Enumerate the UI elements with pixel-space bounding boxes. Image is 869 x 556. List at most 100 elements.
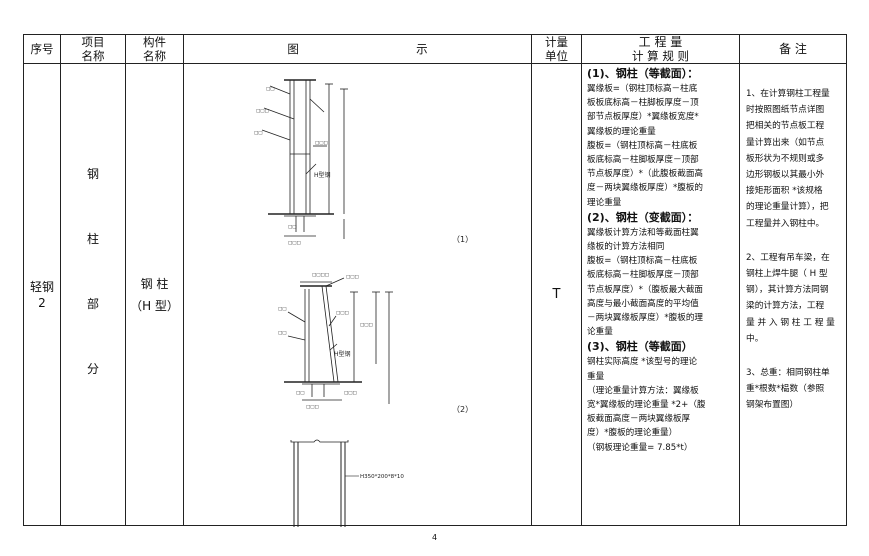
fig1-note-1: □□ (266, 87, 275, 92)
fig1-note-5: □□ (288, 225, 297, 230)
header-rules-line1: 工 程 量 (638, 35, 683, 49)
rule-line: 腹板=（钢柱顶标高－柱底板 (587, 140, 698, 151)
rule-line: 钢柱实际高度 *该型号的理论 (587, 357, 698, 368)
header-rules: 工 程 量 计 算 规 则 (581, 34, 740, 64)
item-name-char: 部 (86, 296, 99, 311)
rules-section-1-title: (1)、钢柱（等截面）： (587, 67, 699, 80)
rules-cell: (1)、钢柱（等截面）： 翼缘板=（钢柱顶标高－柱底板板底标高－柱脚板厚度－顶部… (581, 63, 740, 526)
rule-line: 部节点板厚度）*翼缘板宽度* (587, 112, 699, 123)
figure-2-drawing (284, 277, 393, 404)
fig3-spec-label: H350*200*8*10 (360, 474, 404, 480)
note-line: 的理论重量计算），把 (746, 202, 829, 213)
fig1-note-3: □□ (254, 131, 263, 136)
item-name-char: 柱 (86, 231, 99, 246)
figure-2-annotations: □□□□ □□□ □□ □□ □□□ □□□ □□ □□□ □□□ (278, 273, 373, 410)
header-unit-line2: 单位 (545, 49, 568, 63)
quantity-rules-table: 序号 项目 名称 构件 名称 图 示 计量 单位 工 程 量 计 算 规 则 备… (23, 34, 847, 527)
fig1-note-6: □□□ (288, 241, 301, 246)
fig1-note-2: □□□ (256, 109, 269, 114)
fig2-note-9: □□□ (306, 405, 319, 410)
component-line2: （H 型） (130, 298, 179, 313)
notes-cell: 1、在计算钢柱工程量时按照图纸节点详图把相关的节点板工程量计算出来（如节点板形状… (739, 63, 847, 526)
note-3: 3、总重：相同钢柱单重*根数*榀数（参照钢架布置图） (746, 365, 842, 414)
page-number: 4 (431, 533, 438, 542)
unit-cell: T (531, 63, 582, 526)
column-drawings: □□ □□□ □□ □□□ □□ □□□ H型钢 （1） (254, 79, 473, 527)
figure-1-drawing (261, 79, 348, 239)
rule-line: 论重量 (587, 327, 613, 338)
note-line: 钢架布置图） (746, 400, 799, 411)
rule-line: 板截面高度－两块翼缘板厚 (587, 414, 691, 425)
note-line: 中。 (746, 333, 764, 344)
rule-line: 节点板厚度）*（此腹板截面高 (587, 169, 704, 180)
note-line: 2、工程有吊车梁，在 (746, 252, 830, 263)
header-item: 项目 名称 (60, 34, 126, 64)
header-component: 构件 名称 (125, 34, 184, 64)
item-cell: 钢柱部分 (60, 63, 126, 526)
note-line: 工程量并入钢柱中。 (746, 218, 825, 229)
note-line: 量 并 入 钢 柱 工 程 量 (746, 317, 835, 328)
header-seq: 序号 (23, 34, 61, 64)
figure-1-annotations: □□ □□□ □□ □□□ □□ □□□ (254, 87, 328, 246)
rule-line: 板底标高－柱脚板厚度－顶部 (587, 155, 699, 166)
rule-line: 板板底标高－柱脚板厚度－顶 (587, 98, 699, 109)
component-line1: 钢 柱 (140, 276, 169, 291)
header-figure-b: 示 (416, 42, 428, 56)
header-unit: 计量 单位 (531, 34, 582, 64)
note-line: 1、在计算钢柱工程量 (746, 89, 830, 99)
rule-line: 翼缘板计算方法和等截面柱翼 (587, 227, 699, 238)
rule-line: 理论重量 (587, 197, 622, 208)
note-line: 重*根数*榀数（参照 (746, 384, 825, 395)
figure-2-label: （2） (452, 405, 473, 414)
rule-line: 板底标高－柱脚板厚度－顶部 (587, 270, 699, 281)
rules-section-3: 钢柱实际高度 *该型号的理论重量（理论重量计算方法：翼缘板宽*翼缘板的理论重量 … (587, 355, 736, 454)
note-line: 量计算出来（如节点 (746, 137, 825, 148)
header-comp-line1: 构件 (143, 35, 166, 49)
fig2-note-2: □□□ (346, 275, 359, 280)
rule-line: 高度与最小截面高度的平均值 (587, 298, 699, 309)
header-comp-line2: 名称 (143, 49, 166, 63)
rule-line: －两块翼缘板厚度）*腹板的理 (587, 313, 704, 324)
note-line: 钢），其计算方法同钢 (746, 285, 829, 296)
header-item-line2: 名称 (81, 49, 105, 63)
fig2-note-1: □□□□ (312, 273, 329, 278)
rule-line: （钢板理论重量= 7.85*t） (587, 442, 693, 453)
note-1: 1、在计算钢柱工程量时按照图纸节点详图把相关的节点板工程量计算出来（如节点板形状… (746, 86, 842, 232)
note-line: 边形钢板以其最小外 (746, 170, 825, 181)
steel-column-row: 轻钢 2 钢柱部分 钢 柱 （H 型） (23, 63, 847, 527)
note-line: 梁的计算方法，工程 (746, 301, 825, 312)
header-row: 序号 项目 名称 构件 名称 图 示 计量 单位 工 程 量 计 算 规 则 备… (23, 34, 847, 64)
rules-section-2: 翼缘板计算方法和等截面柱翼缘板的计算方法相同腹板=（钢柱顶标高－柱底板板底标高－… (587, 226, 736, 340)
figure-3-drawing (290, 439, 359, 527)
seq-line1: 轻钢 (29, 279, 54, 294)
header-figure-a: 图 (287, 42, 299, 56)
figure-cell: □□ □□□ □□ □□□ □□ □□□ H型钢 （1） (183, 63, 532, 527)
rule-line: 翼缘板=（钢柱顶标高－柱底 (587, 84, 698, 94)
item-name-vertical: 钢柱部分 (61, 165, 125, 377)
header-notes: 备 注 (739, 34, 847, 64)
item-name-char: 分 (86, 361, 99, 376)
rules-section-3-title: (3)、钢柱（等截面） (587, 340, 693, 354)
rule-line: 度）*腹板的理论重量） (587, 428, 678, 439)
rules-section-2-title: (2)、钢柱（变截面）： (587, 210, 699, 224)
item-name-char: 钢 (86, 166, 99, 181)
note-line: 钢柱上焊牛腿（ H 型 (746, 269, 828, 280)
header-figure: 图 示 (183, 34, 532, 64)
rule-line: 缘板的计算方法相同 (587, 242, 665, 253)
rule-line: 翼缘板的理论重量 (587, 126, 656, 137)
note-2: 2、工程有吊车梁，在钢柱上焊牛腿（ H 型钢），其计算方法同钢梁的计算方法，工程… (746, 250, 842, 347)
seq-line2: 2 (38, 295, 46, 310)
rule-line: 宽*翼缘板的理论重量 *2+（腹 (587, 400, 706, 411)
header-unit-line1: 计量 (545, 35, 568, 49)
rule-line: 重量 (587, 371, 605, 382)
fig2-note-3: □□ (278, 307, 287, 312)
rule-line: 节点板厚度）*（腹板最大截面 (587, 284, 704, 295)
note-line: 把相关的节点板工程 (746, 121, 825, 132)
fig2-note-7: □□ (296, 391, 305, 396)
note-line: 板形状为不规则或多 (746, 153, 825, 164)
seq-cell: 轻钢 2 (23, 63, 61, 526)
header-item-line1: 项目 (81, 35, 105, 49)
rules-section-1: 翼缘板=（钢柱顶标高－柱底板板底标高－柱脚板厚度－顶部节点板厚度）*翼缘板宽度*… (587, 82, 736, 210)
fig1-h-label: H型钢 (314, 171, 331, 179)
rule-line: 腹板=（钢柱顶标高－柱底板 (587, 256, 698, 267)
